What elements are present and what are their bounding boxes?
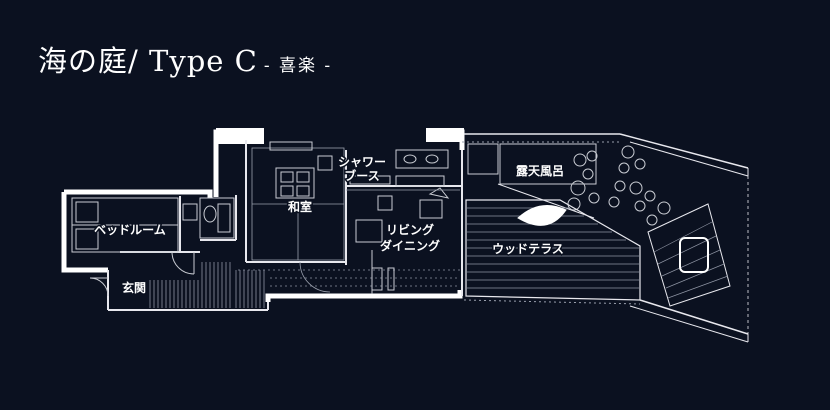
page-title: 海の庭/ Type C- 喜楽 - [38, 38, 332, 80]
title-sub: - 喜楽 - [263, 56, 333, 76]
label-bedroom: ベッドルーム [94, 223, 166, 237]
entrance-area [89, 251, 460, 308]
title-main: 海の庭/ Type C [38, 44, 258, 78]
open-air-bath [462, 133, 749, 226]
label-entrance: 玄関 [122, 280, 146, 295]
label-shower-booth-2: ブース [344, 168, 379, 183]
wall-block-left [216, 128, 264, 144]
outer-walls [61, 129, 465, 302]
shower-vanity [349, 149, 449, 187]
label-shower-booth-1: シャワー [338, 155, 386, 169]
label-japanese-room: 和室 [287, 199, 312, 214]
label-open-air-bath: 露天風呂 [516, 164, 564, 178]
japanese-room-furniture [251, 141, 345, 293]
wall-block-right [426, 128, 464, 142]
living-dining-furniture [346, 187, 460, 294]
label-living-dining-1: リビング [386, 222, 434, 237]
room-labels: ベッドルーム 玄関 和室 シャワー ブース リビング ダイニング 露天風呂 ウッ… [93, 154, 566, 297]
label-living-dining-2: ダイニング [380, 238, 440, 253]
label-wood-terrace: ウッドテラス [492, 242, 564, 256]
wood-terrace [463, 176, 749, 343]
bedroom-furniture [71, 197, 235, 253]
